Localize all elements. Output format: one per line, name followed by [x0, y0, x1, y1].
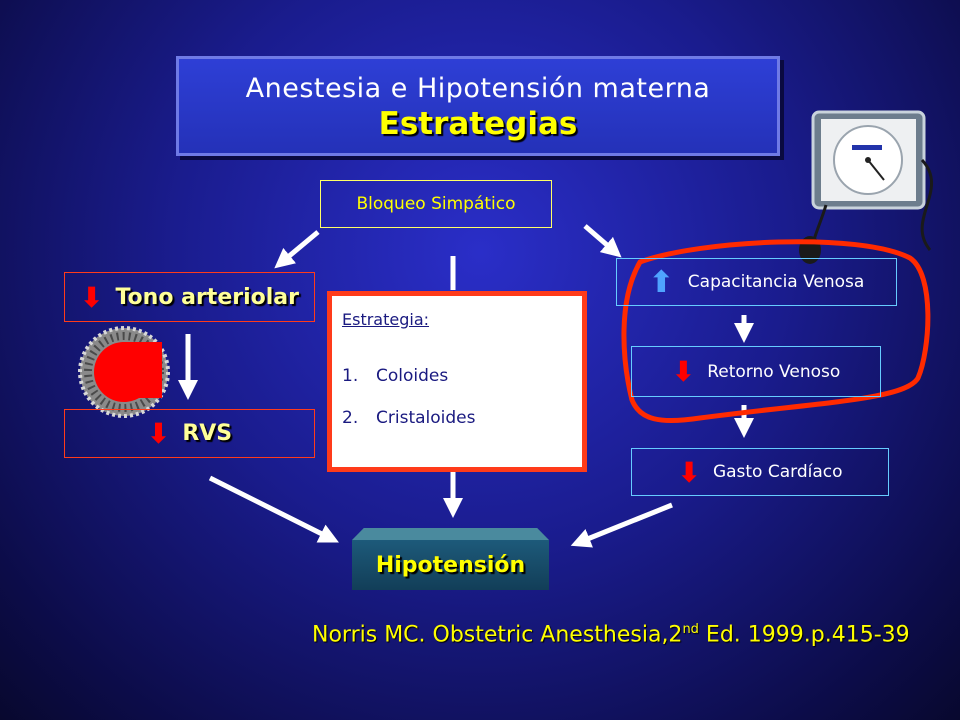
node-label: Gasto Cardíaco	[712, 462, 843, 482]
citation-text: Norris MC. Obstetric Anesthesia,2	[312, 622, 683, 648]
title-banner: Anestesia e Hipotensión materna Estrateg…	[176, 56, 780, 156]
down-arrow-icon: ⬇	[146, 417, 171, 450]
node-label: Hipotensión	[375, 552, 526, 578]
arrow-bloqueo-to-tono	[274, 230, 320, 269]
item-label: Cristaloides	[376, 408, 476, 428]
node-rvs: ⬇ RVS	[64, 409, 315, 458]
node-gasto-cardiaco: ⬇ Gasto Cardíaco	[631, 448, 889, 496]
arrow-rvs-to-hipotension	[208, 475, 339, 543]
hipotension-bevel	[352, 528, 549, 540]
node-hipotension: Hipotensión	[352, 540, 549, 590]
sphygmomanometer-image	[799, 110, 934, 264]
slide-subtitle: Estrategias	[378, 106, 578, 142]
strategy-item: 2. Cristaloides	[342, 408, 475, 428]
node-retorno-venoso: ⬇ Retorno Venoso	[631, 346, 881, 397]
item-number: 1.	[342, 366, 359, 386]
node-bloqueo-simpatico: Bloqueo Simpático	[320, 180, 552, 228]
arrow-bloqueo-to-capacitancia	[583, 224, 622, 258]
strategy-item: 1. Coloides	[342, 366, 448, 386]
strategy-box: Estrategia: 1. Coloides 2. Cristaloides	[327, 291, 587, 472]
node-label: Bloqueo Simpático	[356, 194, 516, 214]
node-label: Retorno Venoso	[707, 361, 841, 382]
down-arrow-icon: ⬇	[677, 455, 701, 489]
down-arrow-icon: ⬇	[80, 280, 104, 314]
item-number: 2.	[342, 408, 359, 428]
node-tono-arteriolar: ⬇ Tono arteriolar	[64, 272, 315, 322]
node-label: Capacitancia Venosa	[687, 272, 865, 292]
slide-title: Anestesia e Hipotensión materna	[245, 73, 711, 104]
citation: Norris MC. Obstetric Anesthesia,2nd Ed. …	[312, 622, 910, 647]
strategy-heading: Estrategia:	[342, 310, 430, 329]
down-arrow-icon: ⬇	[671, 355, 696, 388]
node-label: Tono arteriolar	[115, 284, 299, 310]
arteriole-image	[78, 326, 170, 418]
citation-text-end: Ed. 1999.p.415-39	[698, 622, 910, 648]
node-capacitancia-venosa: ⬆ Capacitancia Venosa	[616, 258, 897, 306]
node-label: RVS	[182, 421, 233, 446]
citation-superscript: nd	[682, 622, 699, 637]
arrow-gasto-to-hipotension	[570, 502, 673, 548]
highlight-ellipse	[621, 239, 931, 424]
up-arrow-icon: ⬆	[648, 264, 674, 300]
item-label: Coloides	[376, 366, 449, 386]
